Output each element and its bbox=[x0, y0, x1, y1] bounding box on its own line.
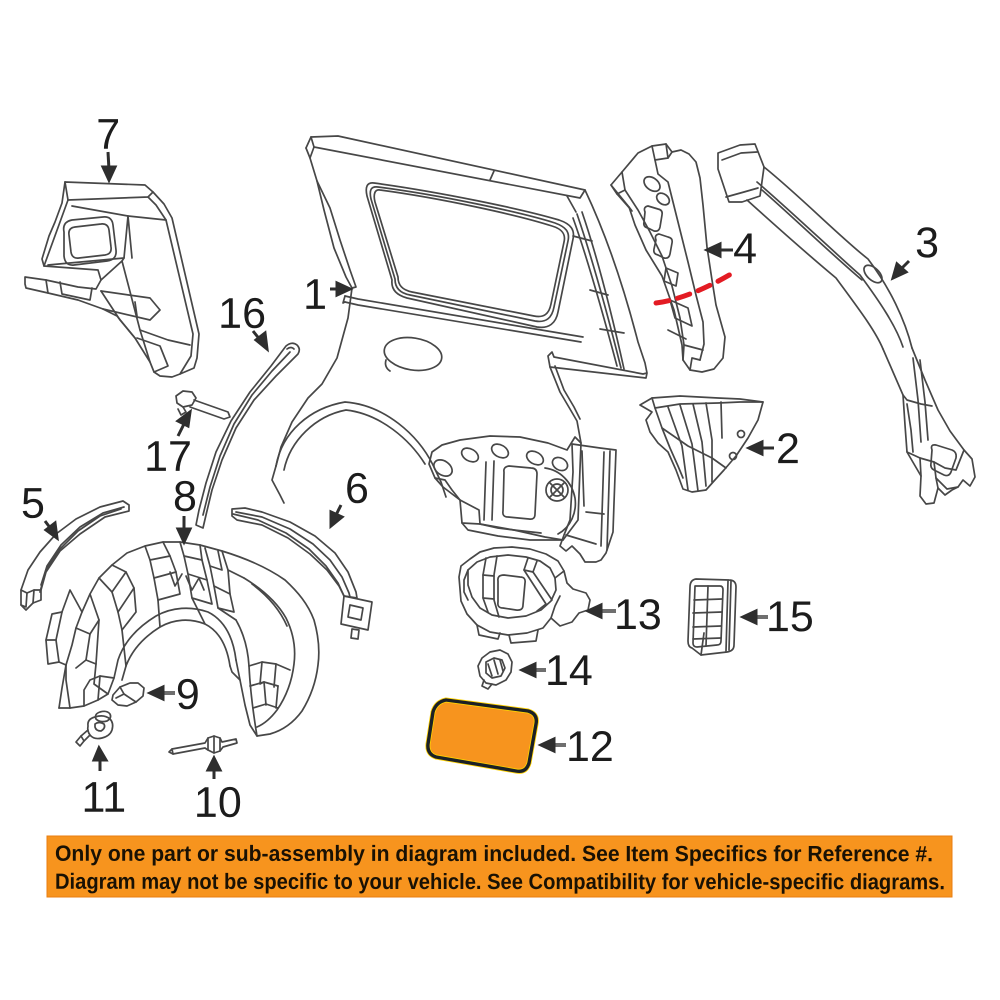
svg-text:16: 16 bbox=[218, 290, 266, 338]
svg-text:14: 14 bbox=[545, 647, 593, 695]
svg-text:12: 12 bbox=[566, 723, 614, 771]
svg-text:11: 11 bbox=[82, 774, 127, 822]
svg-text:2: 2 bbox=[776, 425, 800, 473]
svg-text:Only one part or sub-assembly: Only one part or sub-assembly in diagram… bbox=[55, 841, 933, 866]
svg-text:3: 3 bbox=[915, 219, 939, 267]
svg-text:13: 13 bbox=[614, 591, 662, 639]
svg-text:Diagram may not be specific to: Diagram may not be specific to your vehi… bbox=[55, 869, 945, 894]
svg-text:15: 15 bbox=[766, 593, 814, 641]
svg-text:17: 17 bbox=[144, 433, 192, 481]
svg-text:10: 10 bbox=[194, 779, 242, 827]
svg-text:5: 5 bbox=[21, 480, 45, 528]
svg-text:7: 7 bbox=[96, 111, 120, 159]
svg-text:8: 8 bbox=[173, 473, 197, 521]
svg-text:1: 1 bbox=[303, 271, 327, 319]
svg-text:6: 6 bbox=[345, 465, 369, 513]
svg-text:4: 4 bbox=[733, 225, 757, 273]
svg-text:9: 9 bbox=[176, 671, 200, 719]
